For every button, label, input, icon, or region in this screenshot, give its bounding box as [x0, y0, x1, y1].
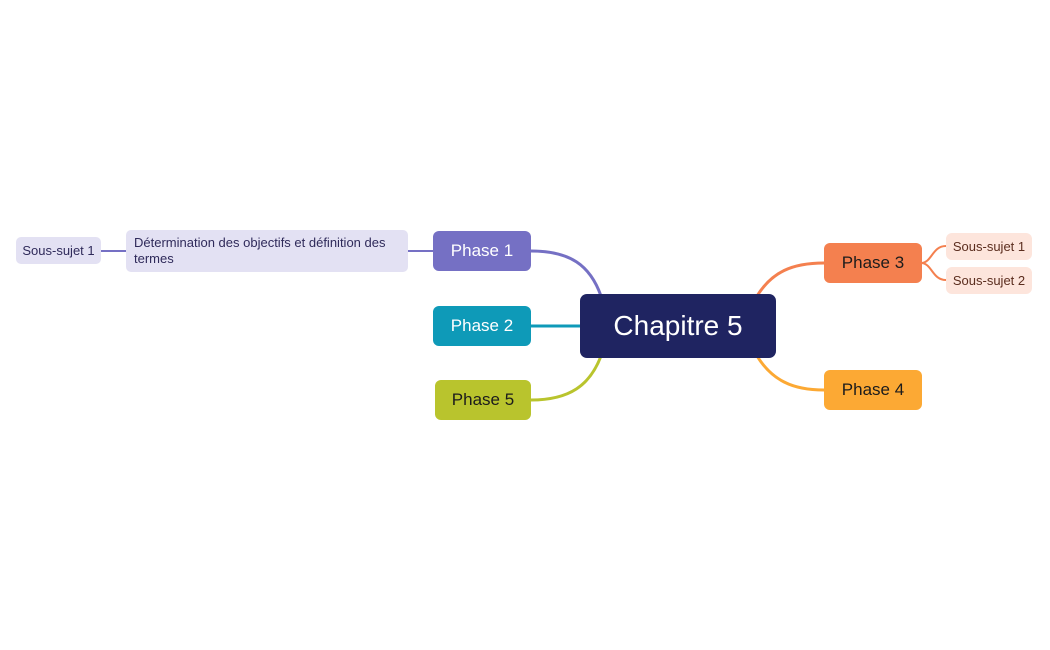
- connector-phase3-subtopic2: [920, 262, 947, 281]
- connector-central-phase3: [755, 261, 826, 298]
- phase-2-node[interactable]: Phase 2: [433, 306, 531, 346]
- phase-3-subtopic-2-node[interactable]: Sous-sujet 2: [946, 267, 1032, 294]
- connector-central-phase4: [755, 354, 826, 392]
- phase-3-node[interactable]: Phase 3: [824, 243, 922, 283]
- connector-central-phase1: [529, 249, 603, 298]
- phase-5-node[interactable]: Phase 5: [435, 380, 531, 420]
- phase-1-node[interactable]: Phase 1: [433, 231, 531, 271]
- phase-4-node[interactable]: Phase 4: [824, 370, 922, 410]
- central-topic[interactable]: Chapitre 5: [580, 294, 776, 358]
- phase-1-topic-node[interactable]: Détermination des objectifs et définitio…: [126, 230, 408, 272]
- connector-central-phase5: [529, 354, 603, 402]
- connector-phase3-subtopic1: [920, 245, 947, 264]
- phase-3-subtopic-1-node[interactable]: Sous-sujet 1: [946, 233, 1032, 260]
- phase-1-subtopic-node[interactable]: Sous-sujet 1: [16, 237, 101, 264]
